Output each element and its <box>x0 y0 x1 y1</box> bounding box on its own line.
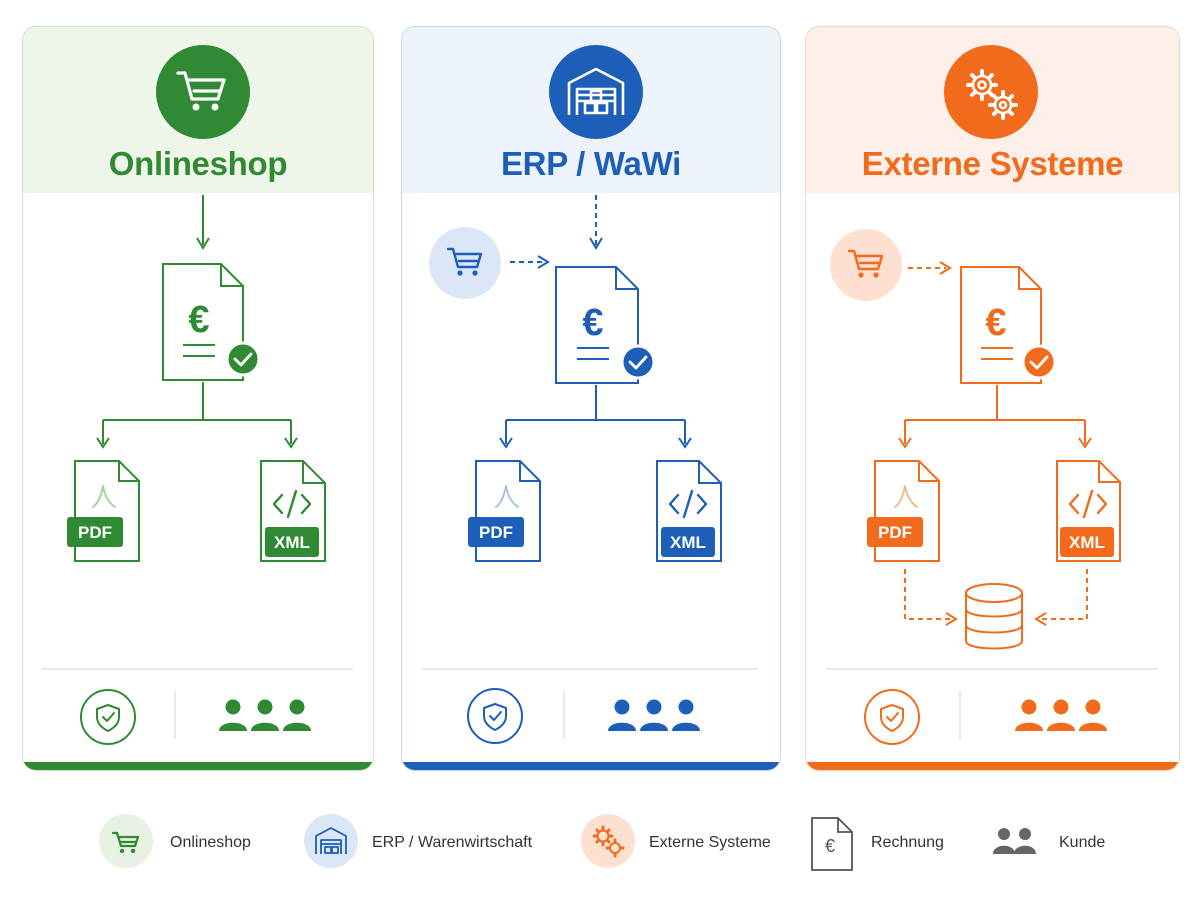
flow-diagram: € PDF XML <box>826 229 1158 745</box>
panel-title: ERP / WaWi <box>500 145 682 182</box>
source-cart-icon <box>429 227 501 299</box>
invoice-document-icon: € <box>555 266 656 384</box>
invoice-euro-icon: € <box>811 817 853 871</box>
legend-icon-circle <box>988 814 1042 868</box>
header-icon-circle <box>944 45 1038 139</box>
shopping-cart-icon <box>176 71 226 111</box>
customers-icon <box>608 699 700 731</box>
split-connector <box>499 385 692 449</box>
panel-title: Externe Systeme <box>861 145 1124 182</box>
panel-accent-bar <box>402 762 780 770</box>
check-icon <box>1021 344 1057 380</box>
customers-icon <box>1015 699 1107 731</box>
legend-icon-circle: € <box>806 814 860 871</box>
security-shield-icon <box>467 688 523 744</box>
pdf-label: PDF <box>479 523 513 542</box>
check-icon <box>225 341 261 377</box>
flow-arrow <box>196 195 210 250</box>
legend-icon-circle <box>99 814 153 868</box>
legend-label: Kunde <box>1059 834 1106 851</box>
xml-document-icon: XML <box>260 460 326 562</box>
pdf-document-icon: PDF <box>67 460 140 562</box>
pdf-label: PDF <box>78 523 112 542</box>
pdf-document-icon: PDF <box>468 460 541 562</box>
flow-diagram: € PDF XML <box>422 195 758 744</box>
panel-title: Onlineshop <box>108 145 288 182</box>
legend-label: Externe Systeme <box>649 834 771 851</box>
panel-erp: ERP / WaWi € <box>401 26 781 771</box>
dashed-arrow <box>904 569 1088 626</box>
flow-diagram: € PDF XML <box>41 195 353 745</box>
shopping-cart-icon <box>111 831 140 854</box>
dashed-arrow <box>510 255 550 269</box>
database-icon <box>965 583 1023 650</box>
invoice-document-icon: € <box>960 266 1057 384</box>
header-icon-circle <box>549 45 643 139</box>
pdf-document-icon: PDF <box>867 460 940 562</box>
xml-label: XML <box>670 533 706 552</box>
customers-icon <box>993 828 1036 854</box>
security-shield-icon <box>80 689 136 745</box>
header-icon-circle <box>156 45 250 139</box>
dashed-arrow <box>908 261 952 275</box>
gears-icon <box>592 825 625 858</box>
gears-icon <box>966 69 1018 120</box>
security-shield-icon <box>864 689 920 745</box>
invoice-euro-symbol: € <box>985 302 1006 344</box>
legend-label: ERP / Warenwirtschaft <box>372 834 533 851</box>
xml-document-icon: XML <box>656 460 722 562</box>
legend-label: Onlineshop <box>170 834 251 851</box>
customers-icon <box>219 699 311 731</box>
split-connector <box>898 385 1092 449</box>
panel-accent-bar <box>23 762 373 770</box>
warehouse-icon <box>567 67 625 115</box>
flow-arrow <box>589 195 603 250</box>
source-cart-icon <box>830 229 902 301</box>
warehouse-icon <box>315 827 347 854</box>
xml-document-icon: XML <box>1056 460 1121 562</box>
invoice-document-icon: € <box>162 263 261 381</box>
pdf-label: PDF <box>878 523 912 542</box>
xml-label: XML <box>274 533 310 552</box>
panel-onlineshop: Onlineshop € <box>22 26 374 771</box>
check-icon <box>620 344 656 380</box>
invoice-euro-symbol: € <box>582 302 603 344</box>
panel-externe-systeme: Externe Systeme € <box>805 26 1180 771</box>
legend-icon-circle <box>304 814 358 868</box>
invoice-euro-symbol: € <box>188 299 209 341</box>
xml-label: XML <box>1069 533 1105 552</box>
legend-label: Rechnung <box>871 834 944 851</box>
legend-icon-circle <box>581 814 635 868</box>
panel-accent-bar <box>806 762 1179 770</box>
svg-text:€: € <box>825 836 835 856</box>
split-connector <box>96 382 298 449</box>
